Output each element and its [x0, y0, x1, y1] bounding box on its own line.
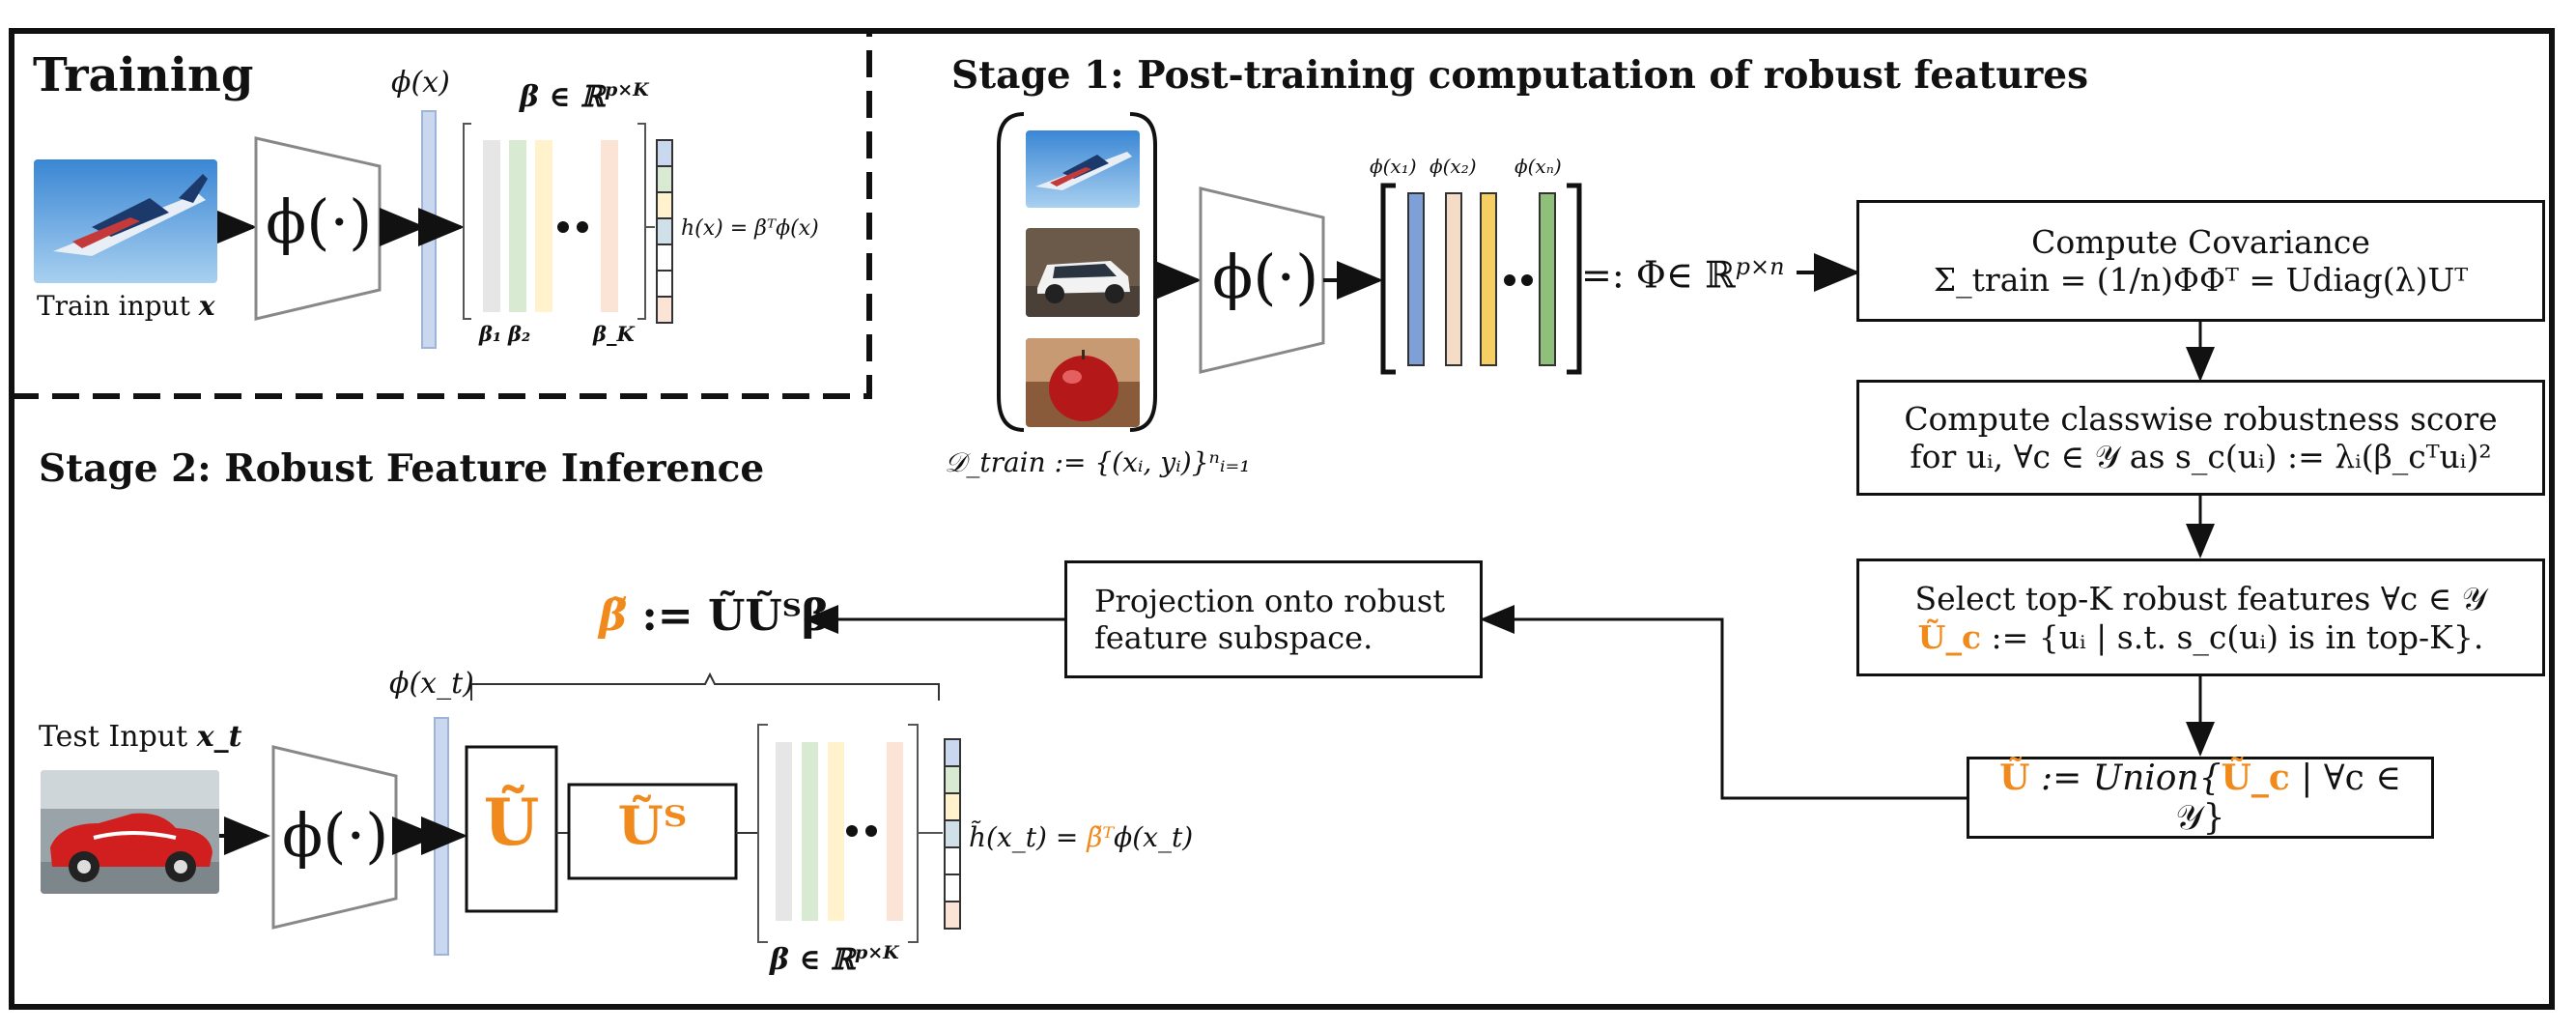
phi-matrix-definition: =: Φ∈ ℝp×n: [1581, 253, 1785, 297]
phi-xn-label: ϕ(xₙ): [1514, 155, 1562, 178]
train-input-var: x: [198, 290, 215, 322]
airplane-thumb: [1026, 130, 1140, 208]
phi-col-3: [1480, 192, 1497, 366]
beta-col-2: [509, 140, 526, 312]
beta-col-1: [483, 140, 500, 312]
beta-tilde-definition: β̃ := ŨŨᵀβ: [599, 591, 830, 641]
phi-col-1: [1407, 192, 1425, 366]
select-topk-line2-text: := {uᵢ | s.t. s_c(uᵢ) is in top-K}.: [1981, 617, 2484, 656]
training-output-vector: [656, 139, 673, 324]
red-car-image: [41, 770, 219, 894]
training-head-equation: h(x) = βᵀϕ(x): [681, 216, 819, 241]
projection-line1: Projection onto robust: [1094, 583, 1446, 619]
phi-matrix-def-text: =: Φ∈ ℝ: [1581, 253, 1736, 297]
beta-tilde-symbol: β̃: [599, 591, 628, 641]
union-u-tilde-c: Ũ_c: [2221, 757, 2290, 798]
beta-tilde-eq: := ŨŨᵀβ: [627, 591, 830, 641]
outer-frame: [9, 28, 2555, 1010]
stage1-title: Stage 1: Post-training computation of ro…: [951, 53, 2089, 98]
training-encoder-label: ϕ(·): [266, 186, 373, 257]
u-tilde-t-box: [567, 783, 738, 880]
union-expression: Ũ := Union{Ũ_c | ∀c ∈ 𝒴}: [1969, 758, 2431, 839]
beta-col-k: [601, 140, 618, 312]
stage2-head-pre: h̃(x_t) =: [969, 821, 1088, 853]
union-end: | ∀c ∈ 𝒴}: [2175, 758, 2401, 838]
u-tilde-label: Ũ: [483, 785, 540, 860]
training-title: Training: [33, 48, 254, 102]
training-dashed-border: [12, 31, 872, 399]
stage2-beta-definition: β ∈ ℝp×K: [770, 942, 899, 977]
stage2-head-equation: h̃(x_t) = β̃ᵀϕ(x_t): [969, 821, 1193, 853]
train-input-label: Train input x: [37, 290, 214, 322]
select-topk-line2: Ũ_c := {uᵢ | s.t. s_c(uᵢ) is in top-K}.: [1918, 618, 2484, 656]
robustness-score-line2: for uᵢ, ∀c ∈ 𝒴 as s_c(uᵢ) := λᵢ(β_cᵀuᵢ)²: [1910, 437, 2492, 475]
phi-xt-label: ϕ(x_t): [389, 667, 474, 701]
union-u-tilde: Ũ: [1999, 757, 2030, 798]
robustness-score-box: Compute classwise robustness score for u…: [1856, 380, 2545, 496]
stage2-feature-bar: [434, 717, 449, 956]
projection-line2: feature subspace.: [1094, 619, 1373, 656]
stage2-head-post: ϕ(x_t): [1114, 821, 1194, 853]
stage1-encoder-trapezoid: [1199, 186, 1325, 374]
covariance-line2: Σ_train = (1/n)ΦΦᵀ = Udiag(λ)Uᵀ: [1933, 261, 2469, 299]
training-beta-definition: β ∈ ℝp×K: [520, 79, 649, 114]
training-beta-def-text: β ∈ ℝ: [520, 80, 605, 114]
union-mid: := Union{: [2029, 758, 2222, 798]
training-feature-bar: [421, 110, 437, 349]
select-topk-line1: Select top-K robust features ∀c ∈ 𝒴: [1914, 579, 2487, 617]
phi-col-n: [1539, 192, 1556, 366]
phi-matrix-def-sup: p×n: [1735, 253, 1785, 280]
car-thumb: [1026, 228, 1140, 317]
u-tilde-t-label: Ũᵀ: [617, 794, 688, 856]
union-box: Ũ := Union{Ũ_c | ∀c ∈ 𝒴}: [1967, 757, 2434, 839]
apple-thumb: [1026, 338, 1140, 427]
stage2-beta-def-sup: p×K: [854, 942, 899, 963]
training-encoder-trapezoid: [254, 136, 382, 321]
stage2-head-beta: β̃ᵀ: [1087, 821, 1115, 853]
stage1-encoder-label: ϕ(·): [1212, 242, 1319, 312]
covariance-box: Compute Covariance Σ_train = (1/n)ΦΦᵀ = …: [1856, 200, 2545, 322]
select-topk-box: Select top-K robust features ∀c ∈ 𝒴 Ũ_c …: [1856, 558, 2545, 676]
select-u-tilde-c: Ũ_c: [1917, 617, 1982, 656]
train-input-text: Train input: [37, 290, 190, 322]
phi-x2-label: ϕ(x₂): [1430, 155, 1477, 178]
u-tilde-box: [465, 745, 558, 913]
beta-col-3: [535, 140, 552, 312]
phi-col-2: [1445, 192, 1462, 366]
phi-x1-label: ϕ(x₁): [1370, 155, 1417, 178]
airplane-image: [34, 159, 217, 283]
stage2-encoder-label: ϕ(·): [282, 800, 389, 871]
beta1-label: β₁: [479, 322, 502, 346]
beta2-label: β₂: [508, 322, 531, 346]
test-input-text: Test Input: [39, 720, 188, 754]
betak-label: β_K: [593, 322, 635, 346]
stage2-beta-def-text: β ∈ ℝ: [770, 943, 855, 977]
covariance-line1: Compute Covariance: [2031, 223, 2370, 261]
stage2-encoder-trapezoid: [271, 745, 398, 930]
stage2-title: Stage 2: Robust Feature Inference: [39, 446, 765, 491]
test-input-var: x_t: [196, 720, 242, 754]
training-beta-def-sup: p×K: [604, 79, 649, 100]
stage2-output-vector: [944, 738, 961, 930]
training-phi-x-label: ϕ(x): [391, 66, 450, 100]
projection-box: Projection onto robust feature subspace.: [1064, 560, 1483, 678]
test-input-label: Test Input x_t: [39, 720, 241, 754]
dataset-definition: 𝒟_train := {(xᵢ, yᵢ)}ⁿᵢ₌₁: [945, 446, 1251, 478]
robustness-score-line1: Compute classwise robustness score: [1904, 399, 2498, 438]
